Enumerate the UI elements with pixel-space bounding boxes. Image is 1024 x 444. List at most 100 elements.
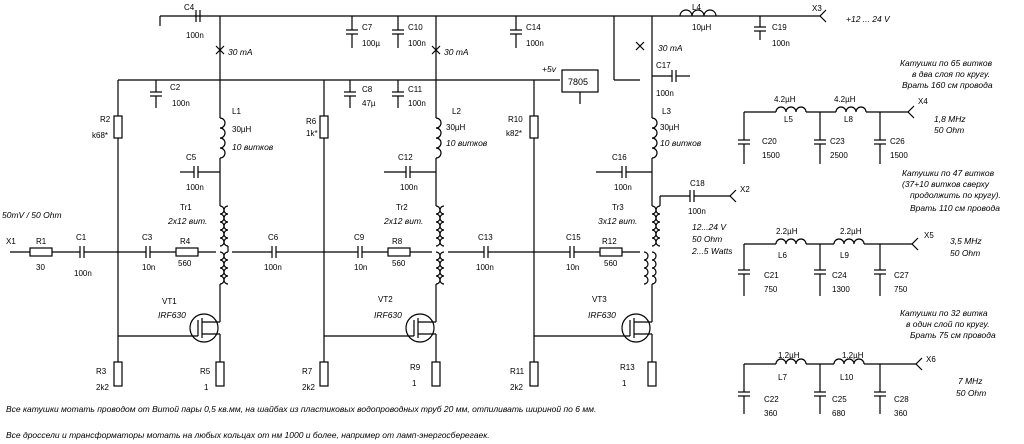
l2-value: 30µH <box>446 123 466 132</box>
c8-value: 47µ <box>362 99 376 108</box>
c25-name: C25 <box>832 395 847 404</box>
f1-note-3: Врать 160 см провода <box>902 80 993 90</box>
l1-value: 30µH <box>232 125 252 134</box>
vt3-transistor <box>534 312 653 362</box>
l5-name: L5 <box>784 115 793 124</box>
l1-name: L1 <box>232 107 241 116</box>
l3-name: L3 <box>662 107 671 116</box>
c19-value: 100n <box>772 39 790 48</box>
r8-resistor <box>387 247 411 257</box>
l2-turns: 10 витков <box>446 138 488 148</box>
l3-value: 30µH <box>660 123 680 132</box>
vt3-value: IRF630 <box>588 310 616 320</box>
c13-name: C13 <box>478 233 493 242</box>
c22-value: 360 <box>764 409 778 418</box>
x5-label: X5 <box>924 231 934 240</box>
c1-capacitor <box>79 246 85 258</box>
x4-label: X4 <box>918 97 928 106</box>
current-3: 30 mA <box>658 43 683 53</box>
c2-name: C2 <box>170 83 181 92</box>
c18-name: C18 <box>690 179 705 188</box>
r12-name: R12 <box>602 237 617 246</box>
current-marker-2 <box>431 45 441 55</box>
regulator-label: 7805 <box>568 77 588 87</box>
tr2-value: 2x12 вит. <box>383 216 423 226</box>
c1-value: 100n <box>74 269 92 278</box>
c14-capacitor <box>510 16 522 48</box>
l2-inductor <box>435 117 442 159</box>
supply-label: +12 ... 24 V <box>846 14 891 24</box>
c12-capacitor <box>384 166 436 178</box>
current-2: 30 mA <box>444 47 469 57</box>
l3-inductor <box>651 117 658 159</box>
c21-value: 750 <box>764 285 778 294</box>
c6-name: C6 <box>268 233 279 242</box>
c23-name: C23 <box>830 137 845 146</box>
vt1-name: VT1 <box>162 297 177 306</box>
c12-name: C12 <box>398 153 413 162</box>
filter-2 <box>738 237 919 296</box>
tr3-transformer <box>643 195 690 312</box>
c4-value: 100n <box>186 31 204 40</box>
r9-resistor <box>431 361 441 387</box>
x3-label: X3 <box>812 4 822 13</box>
tr3-value: 3x12 вит. <box>598 216 637 226</box>
c5-name: C5 <box>186 153 197 162</box>
c23-value: 2500 <box>830 151 848 160</box>
current-marker-3 <box>635 41 645 51</box>
c17-name: C17 <box>656 61 671 70</box>
l4-name: L4 <box>692 3 701 12</box>
f2-imp: 50 Ohm <box>950 248 980 258</box>
c8-name: C8 <box>362 85 373 94</box>
note-1: Все катушки мотать проводом от Витой пар… <box>6 404 596 414</box>
c5-value: 100n <box>186 183 204 192</box>
rail-5v <box>117 16 640 116</box>
c19-name: C19 <box>772 23 787 32</box>
r1-value: 30 <box>36 263 45 272</box>
r13-name: R13 <box>620 363 635 372</box>
c6-value: 100n <box>264 263 282 272</box>
c9-name: C9 <box>354 233 365 242</box>
r7-value: 2k2 <box>302 383 315 392</box>
r8-value: 560 <box>392 259 406 268</box>
l9-value: 2.2µH <box>840 227 862 236</box>
c17-capacitor <box>652 70 690 82</box>
x6-label: X6 <box>926 355 936 364</box>
r10-value: k82* <box>506 129 522 138</box>
r11-name: R11 <box>510 367 525 376</box>
tr1-name: Tr1 <box>180 203 192 212</box>
f1-imp: 50 Ohm <box>934 125 964 135</box>
r3-name: R3 <box>96 367 107 376</box>
c6-capacitor <box>271 246 277 258</box>
c3-value: 10n <box>142 263 155 272</box>
note-2: Все дроссели и трансформаторы мотать на … <box>6 430 490 440</box>
r4-resistor <box>175 247 199 257</box>
f2-note-2: (37+10 витков сверху <box>902 179 990 189</box>
r3-value: 2k2 <box>96 383 109 392</box>
l7-name: L7 <box>778 373 787 382</box>
c25-value: 680 <box>832 409 846 418</box>
l1-inductor <box>219 117 226 159</box>
c19-capacitor <box>754 16 766 40</box>
x1-label: X1 <box>6 237 16 246</box>
l9-name: L9 <box>840 251 849 260</box>
c17-value: 100n <box>656 89 674 98</box>
c10-capacitor <box>392 16 404 48</box>
c12-value: 100n <box>400 183 418 192</box>
l4-value: 10µH <box>692 23 712 32</box>
r2-resistor <box>113 115 123 139</box>
v5-label: +5v <box>542 64 557 74</box>
c16-name: C16 <box>612 153 627 162</box>
r9-value: 1 <box>412 379 417 388</box>
r13-resistor <box>647 361 657 387</box>
f1-freq: 1,8 MHz <box>934 114 966 124</box>
r5-value: 1 <box>204 383 209 392</box>
c3-capacitor <box>145 246 151 258</box>
f1-note-2: в два слоя по кругу. <box>912 69 990 79</box>
c10-value: 100n <box>408 39 426 48</box>
vt2-transistor <box>324 312 437 362</box>
c10-name: C10 <box>408 23 423 32</box>
c4-capacitor <box>195 10 201 22</box>
c5-capacitor <box>180 166 220 178</box>
